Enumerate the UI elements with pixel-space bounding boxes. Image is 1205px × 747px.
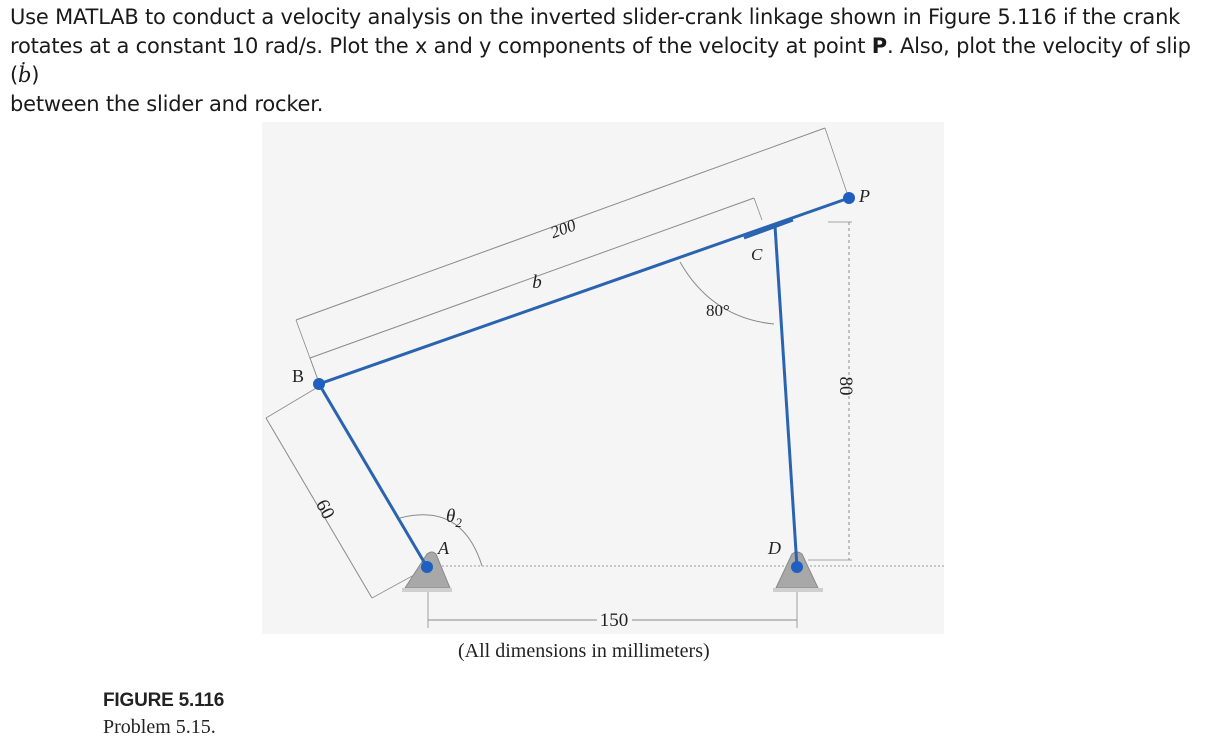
figure-label: FIGURE 5.116 bbox=[103, 690, 225, 711]
label-point-b: B bbox=[292, 366, 304, 386]
dim-b bbox=[309, 197, 763, 381]
units-note: (All dimensions in millimeters) bbox=[458, 640, 710, 662]
linkage-diagram: 200 b 80 60 150 bbox=[262, 122, 944, 634]
figure-background bbox=[262, 122, 944, 634]
figure-caption: FIGURE 5.116 Problem 5.15. bbox=[103, 690, 224, 739]
problem-line-2-end: ) bbox=[31, 63, 40, 87]
dim-80 bbox=[808, 221, 852, 561]
theta-arc bbox=[399, 514, 483, 567]
slider-c bbox=[743, 218, 794, 240]
angle-80-arc bbox=[679, 261, 775, 325]
label-point-d: D bbox=[767, 538, 781, 558]
problem-label: Problem 5.15. bbox=[103, 716, 216, 738]
problem-line-2-prefix: rotates at a constant 10 rad/s. Plot the… bbox=[10, 34, 872, 58]
problem-line-2: rotates at a constant 10 rad/s. Plot the… bbox=[10, 32, 1200, 90]
label-point-c: C bbox=[751, 245, 763, 264]
label-theta: θ2 bbox=[446, 506, 462, 530]
joint-a bbox=[421, 561, 433, 573]
rocker-link-dc bbox=[773, 225, 799, 568]
label-150: 150 bbox=[600, 610, 629, 631]
label-point-p: P bbox=[858, 186, 870, 206]
slip-velocity-symbol: ḃ bbox=[18, 63, 32, 87]
label-80deg: 80° bbox=[706, 301, 730, 320]
joint-b bbox=[313, 378, 325, 390]
problem-line-3: between the slider and rocker. bbox=[10, 92, 324, 116]
joint-d bbox=[791, 561, 803, 573]
problem-line-1: Use MATLAB to conduct a velocity analysi… bbox=[10, 5, 1181, 29]
joint-p bbox=[843, 192, 855, 204]
label-80: 80 bbox=[835, 377, 856, 396]
problem-line-2-suffix: . Also, plot the velocity of slip ( bbox=[10, 34, 1191, 87]
coupler-link-bp bbox=[318, 196, 850, 386]
label-point-a: A bbox=[437, 538, 450, 558]
theta-symbol: θ bbox=[446, 506, 455, 527]
crank-link-ab bbox=[317, 383, 429, 568]
problem-statement: Use MATLAB to conduct a velocity analysi… bbox=[10, 3, 1200, 119]
point-p-reference: P bbox=[871, 34, 887, 58]
label-b: b bbox=[532, 272, 542, 293]
linkage-figure: 200 b 80 60 150 bbox=[262, 122, 944, 634]
theta-subscript: 2 bbox=[455, 515, 462, 530]
